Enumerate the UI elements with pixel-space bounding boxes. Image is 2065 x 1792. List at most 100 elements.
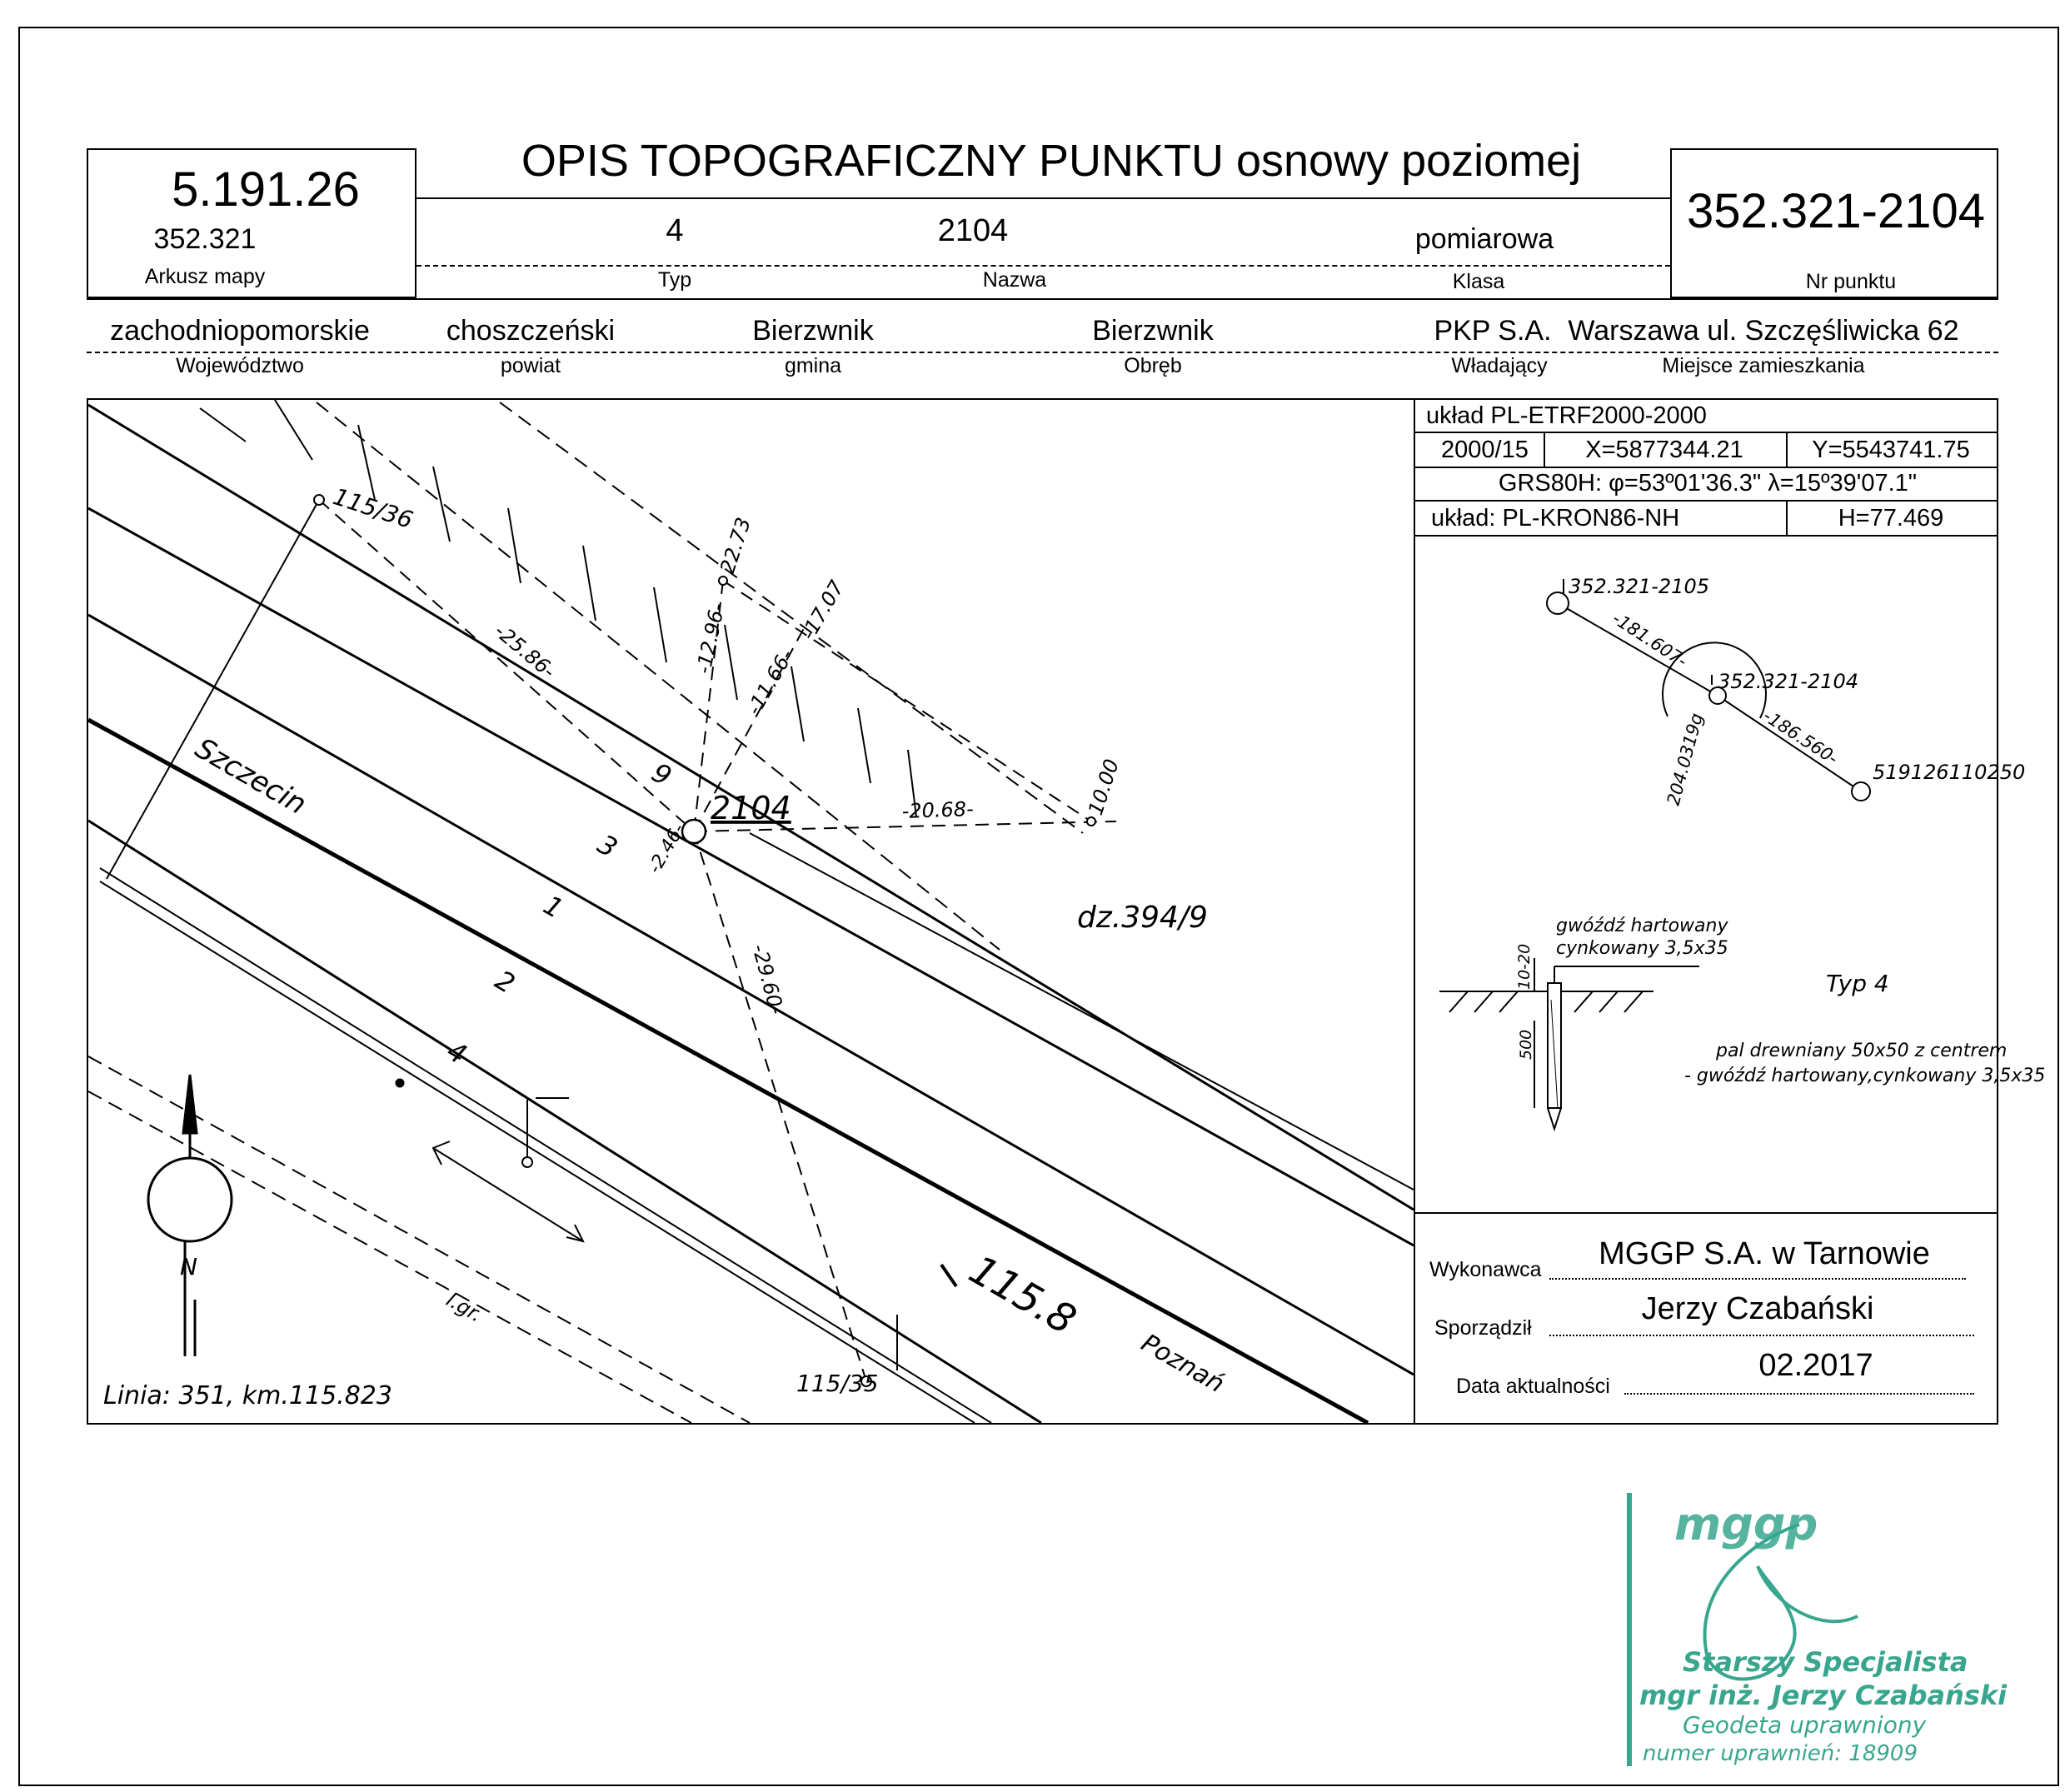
signature-top-line — [1414, 1212, 1998, 1214]
nail-label-1: gwóźdź hartowany — [1556, 916, 1728, 936]
contractor-value: MGGP S.A. w Tarnowie — [1599, 1236, 1930, 1271]
direction-arrow — [432, 1147, 584, 1242]
sketch-angle: 204.0319g — [1663, 711, 1708, 807]
measure-line-d — [693, 821, 1117, 832]
point-label: Nr punktu — [1805, 270, 1897, 293]
height-value: H=77.469 — [1838, 505, 1944, 532]
point-115-36-marker — [313, 494, 325, 506]
title-underline — [416, 197, 1670, 199]
stamp-line-1: Starszy Specjalista — [1683, 1646, 1968, 1678]
stamp-line-4: numer uprawnień: 18909 — [1643, 1741, 1918, 1766]
map-km-label: 115.8 — [961, 1246, 1084, 1344]
coord-x: X=5877344.21 — [1585, 437, 1743, 463]
offset-line — [106, 499, 320, 880]
north-label: N — [180, 1253, 197, 1280]
contractor-label: Wykonawca — [1429, 1258, 1542, 1281]
point-1000-marker — [1086, 816, 1096, 826]
point-115-35-marker — [860, 1375, 872, 1387]
map-line-label: Linia: 351, km.115.823 — [103, 1381, 392, 1410]
map-border-label: l.gr. — [442, 1288, 486, 1327]
map-dist-1000: 10.00 — [1084, 756, 1124, 818]
date-value: 02.2017 — [1758, 1348, 1873, 1383]
residence-value: Warszawa ul. Szczęśliwicka 62 — [1568, 315, 1959, 347]
measure-line-e — [693, 831, 867, 1382]
map-track-4: 4 — [441, 1035, 472, 1071]
voivodeship-value: zachodniopomorskie — [110, 315, 370, 347]
owner-label: Władający — [1451, 354, 1548, 377]
dashed-line-2 — [88, 1091, 692, 1423]
height-system: układ: PL-KRON86-NH — [1431, 505, 1680, 532]
owner-value: PKP S.A. — [1434, 315, 1552, 347]
coord-vline-3 — [1786, 500, 1788, 535]
map-track-9: 9 — [646, 756, 677, 792]
map-divider — [1414, 398, 1415, 1425]
parallel-line — [749, 832, 1414, 1191]
rail-line-4 — [88, 717, 1369, 1423]
svg-text:mggp: mggp — [1674, 1498, 1818, 1550]
type-value: 4 — [666, 213, 684, 248]
dashed-line-1 — [88, 1056, 751, 1423]
sheet-number: 5.191.26 — [172, 162, 360, 217]
map-parcel-label: dz.394/9 — [1077, 901, 1208, 935]
map-point-label: 2104 — [711, 790, 791, 826]
name-value: 2104 — [937, 213, 1009, 248]
coord-line-1 — [1414, 432, 1998, 433]
rail-line-2 — [88, 507, 1414, 1247]
orientation-sketch: 352.321-2105 -181.607- 352.321-2104 -186… — [1439, 575, 2045, 1132]
contractor-dots — [1549, 1278, 1966, 1280]
embankment-line-2 — [99, 881, 975, 1423]
sketch-point-center: 352.321-2104 — [1718, 670, 1858, 693]
sheet-box: 5.191.26 352.321 Arkusz mapy — [87, 148, 416, 298]
coord-line-4 — [1414, 535, 1998, 537]
map-track-3: 3 — [592, 828, 623, 864]
author-value: Jerzy Czabański — [1641, 1291, 1874, 1326]
header-dash-line — [416, 265, 1670, 267]
dot-marker — [395, 1078, 405, 1088]
page-title: OPIS TOPOGRAFICZNY PUNKTU osnowy poziome… — [521, 136, 1582, 186]
county-value: choszczeński — [446, 315, 616, 347]
name-label: Nazwa — [982, 268, 1047, 292]
rail-line-3 — [88, 613, 1414, 1376]
coord-system: układ PL-ETRF2000-2000 — [1426, 402, 1707, 429]
coord-y: Y=5543741.75 — [1812, 437, 1970, 463]
coord-vline-1 — [1544, 432, 1545, 467]
author-dots — [1549, 1335, 1974, 1336]
stamp-signature: mggp — [1627, 1493, 1858, 1766]
north-arrow — [147, 1074, 233, 1356]
stamp-line-3: Geodeta uprawniony — [1683, 1711, 1927, 1739]
measure-line-c — [722, 580, 1092, 822]
author-label: Sporządził — [1434, 1316, 1532, 1340]
point-misc-marker — [521, 1156, 533, 1168]
type-label: Typ — [657, 268, 692, 292]
surveyor-stamp: mggp Starszy Specjalista mgr inż. Jerzy … — [1624, 1491, 2007, 1775]
point-number-box: 352.321-2104 Nr punktu — [1670, 148, 1998, 298]
map-track-2: 2 — [490, 964, 521, 1000]
map-track-1: 1 — [538, 889, 569, 925]
map-dist-246: -2.46- — [645, 820, 690, 877]
rail-line-1 — [88, 403, 1414, 1211]
km-tick — [940, 1263, 958, 1288]
residence-label: Miejsce zamieszkania — [1662, 354, 1865, 377]
sketch-point-b: 519126110250 — [1873, 761, 2025, 784]
precinct-value: Bierzwnik — [1092, 315, 1214, 347]
mark-desc-1: pal drewniany 50x50 z centrem — [1715, 1041, 2007, 1061]
coord-line-3 — [1414, 500, 1998, 502]
sheet-label: Arkusz mapy — [144, 265, 266, 288]
map-dist-2068: -20.68- — [901, 797, 974, 823]
slope-hatch — [199, 400, 917, 817]
dashed-line-4 — [499, 402, 1084, 834]
dashed-line-3 — [316, 402, 1000, 951]
stamp-line-2: mgr inż. Jerzy Czabański — [1639, 1680, 2008, 1711]
page-border — [18, 27, 2059, 1786]
point-number: 352.321-2104 — [1687, 184, 1985, 238]
coord-zone: 2000/15 — [1441, 437, 1529, 463]
mark-desc-2: - gwóźdź hartowany,cynkowany 3,5x35 — [1684, 1066, 2045, 1086]
measure-line-f — [693, 620, 809, 832]
map-dist-2960: -29.60- — [747, 941, 788, 1016]
measure-line-a — [318, 499, 695, 832]
location-top-line — [87, 298, 1998, 300]
date-dots — [1624, 1393, 1974, 1395]
rail-line-5 — [88, 819, 1042, 1423]
date-label: Data aktualności — [1456, 1375, 1610, 1398]
point-2273-marker — [718, 576, 728, 586]
